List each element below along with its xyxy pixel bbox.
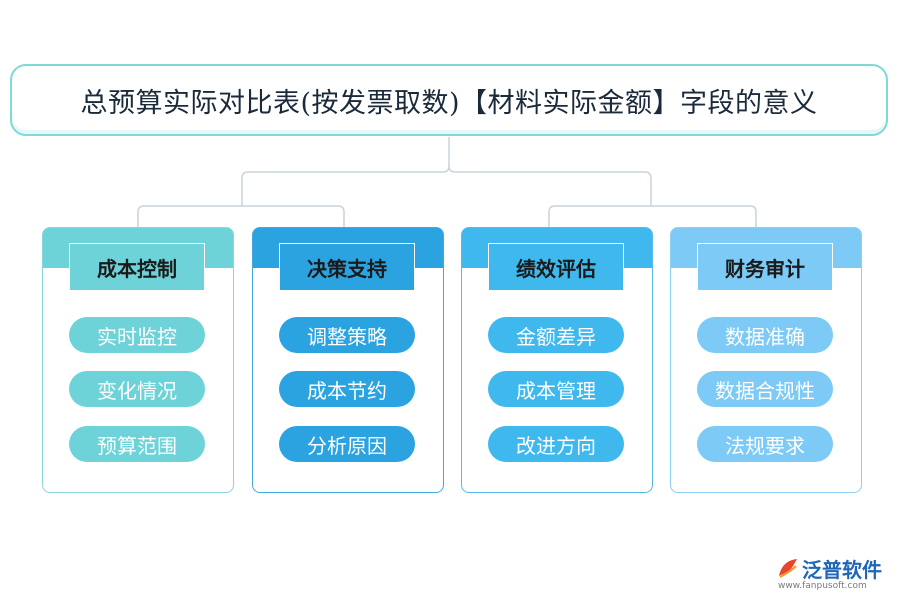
diagram-title: 总预算实际对比表(按发票取数)【材料实际金额】字段的意义 (80, 87, 818, 119)
connector-left-branch (137, 200, 345, 228)
item-pill: 调整策略 (279, 317, 415, 353)
category-card-performance-evaluation: 绩效评估 金额差异 成本管理 改进方向 (461, 227, 653, 493)
item-pill: 成本节约 (279, 371, 415, 407)
item-pill: 数据准确 (697, 317, 833, 353)
connector-root (241, 137, 652, 200)
item-pill: 成本管理 (488, 371, 624, 407)
item-pill: 改进方向 (488, 426, 624, 462)
category-label: 绩效评估 (488, 243, 624, 291)
item-pill: 数据合规性 (697, 371, 833, 407)
category-card-financial-audit: 财务审计 数据准确 数据合规性 法规要求 (670, 227, 862, 493)
connector-right-branch (548, 200, 757, 228)
logo-url: www.fanpusoft.com (778, 581, 867, 591)
category-label: 决策支持 (279, 243, 415, 291)
logo-name: 泛普软件 (802, 558, 882, 582)
brand-logo: 泛普软件 www.fanpusoft.com (776, 554, 892, 594)
title-banner: 总预算实际对比表(按发票取数)【材料实际金额】字段的意义 (10, 64, 888, 136)
item-pill: 实时监控 (69, 317, 205, 353)
category-label: 成本控制 (69, 243, 205, 291)
fanpu-logo-icon (779, 559, 797, 578)
item-pill: 金额差异 (488, 317, 624, 353)
category-card-decision-support: 决策支持 调整策略 成本节约 分析原因 (252, 227, 444, 493)
item-pill: 预算范围 (69, 426, 205, 462)
item-pill: 变化情况 (69, 371, 205, 407)
category-card-cost-control: 成本控制 实时监控 变化情况 预算范围 (42, 227, 234, 493)
category-label: 财务审计 (697, 243, 833, 291)
item-pill: 法规要求 (697, 426, 833, 462)
item-pill: 分析原因 (279, 426, 415, 462)
